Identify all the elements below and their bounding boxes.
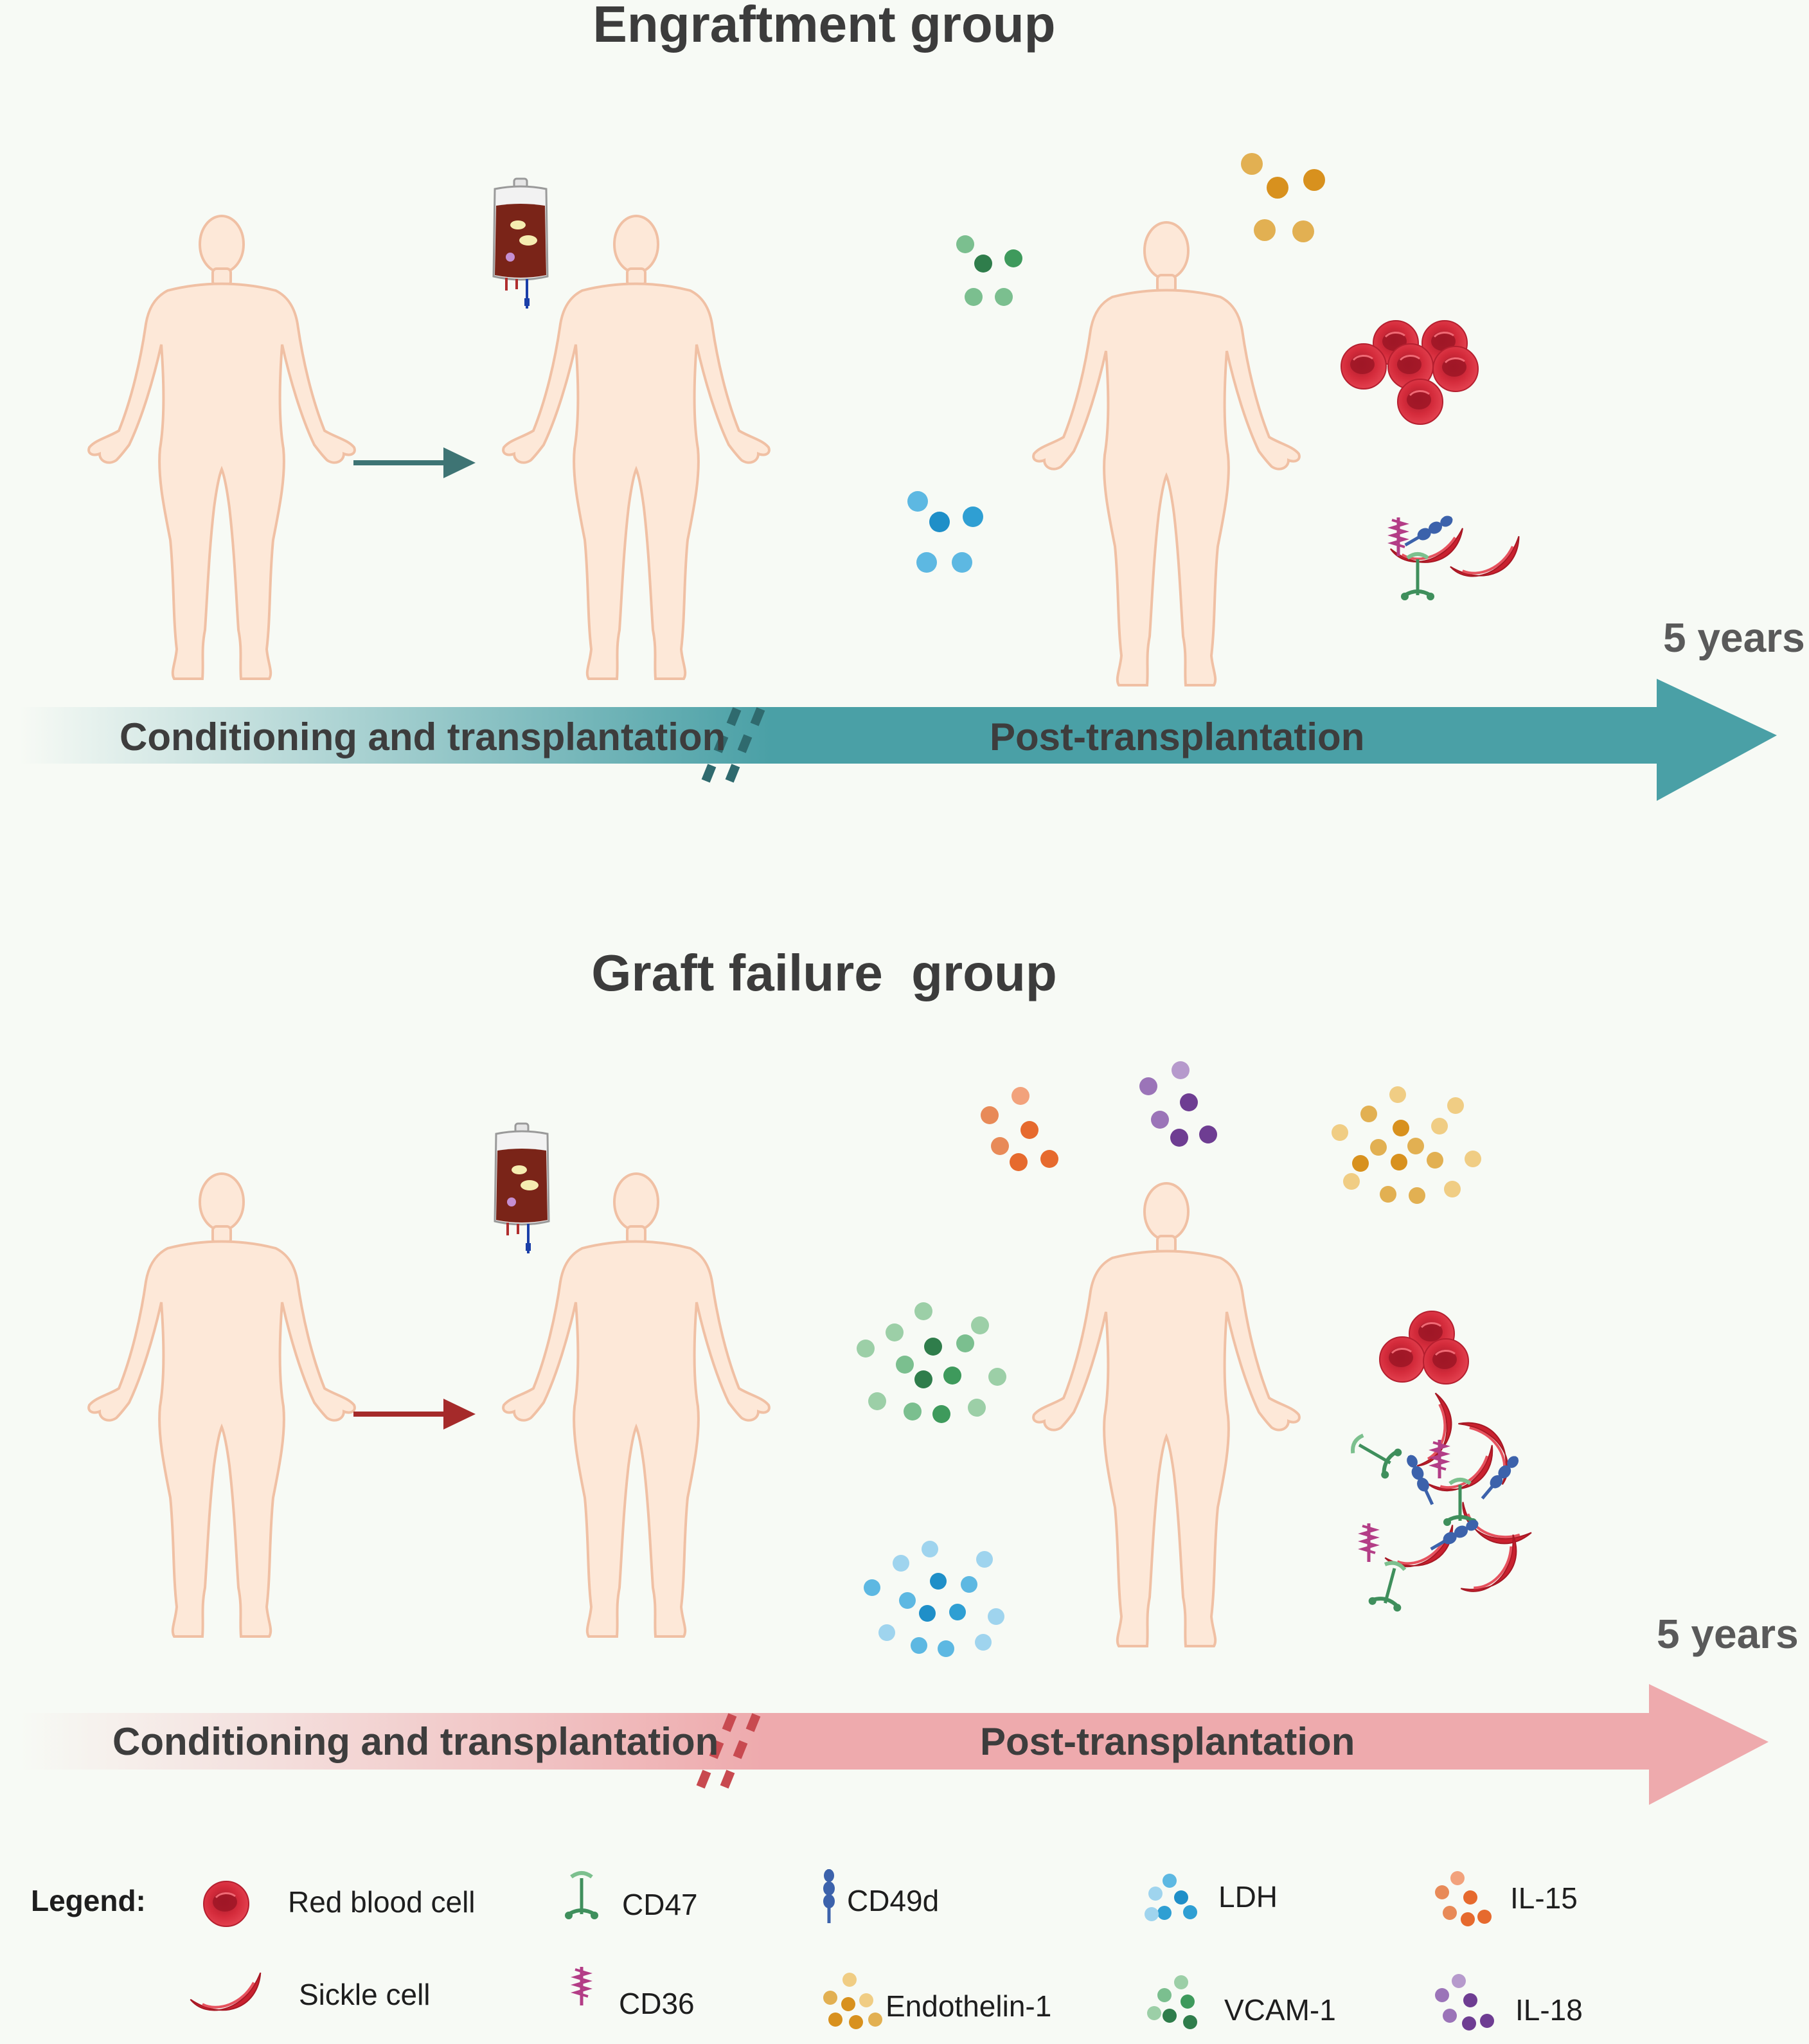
red-blood-cell-cluster xyxy=(1378,1310,1470,1385)
graft-failure-phase-post: Post-transplantation xyxy=(980,1720,1355,1763)
vcam1-cluster xyxy=(956,235,1022,306)
blood-bag-icon xyxy=(494,1122,550,1255)
ldh-cluster xyxy=(864,1541,1004,1657)
cd36-icon xyxy=(575,1967,588,2005)
transition-arrow xyxy=(353,447,476,478)
sickle-cell-cluster xyxy=(1346,1392,1533,1612)
graft-failure-timeline-arrow xyxy=(19,1684,1769,1805)
il15-icon xyxy=(1435,1871,1492,1926)
patient-body-3 xyxy=(1032,1182,1301,1647)
red-blood-cell-icon xyxy=(202,1880,250,1928)
il15-cluster xyxy=(981,1087,1058,1171)
patient-body-1 xyxy=(87,1172,356,1638)
sickle-cell-icon xyxy=(187,1971,269,2020)
endothelin1-cluster xyxy=(1241,153,1325,242)
legend-icons xyxy=(187,1869,1494,2031)
legend-title: Legend: xyxy=(31,1884,146,1917)
ldh-cluster xyxy=(907,491,983,573)
endothelin1-cluster xyxy=(1332,1086,1481,1204)
patient-body-2 xyxy=(502,215,771,680)
legend-item-il-15: IL-15 xyxy=(1510,1881,1578,1915)
engraftment-title: Engraftment group xyxy=(593,0,1056,53)
vcam1-icon xyxy=(1147,1975,1197,2029)
cd47-icon xyxy=(565,1873,598,1919)
legend-item-cd36: CD36 xyxy=(619,1987,695,2020)
timeline-break-mark xyxy=(696,1713,761,1789)
legend-item-red-blood-cell: Red blood cell xyxy=(288,1885,476,1919)
il18-cluster xyxy=(1139,1061,1217,1147)
vcam1-cluster xyxy=(857,1302,1006,1423)
legend-item-sickle-cell: Sickle cell xyxy=(299,1978,431,2011)
red-blood-cell-cluster xyxy=(1340,319,1479,426)
legend-item-cd47: CD47 xyxy=(622,1888,698,1921)
legend-item-cd49d: CD49d xyxy=(847,1884,940,1917)
engraftment-phase-post: Post-transplantation xyxy=(990,715,1365,758)
engraftment-panel xyxy=(19,153,1777,801)
legend-item-endothelin-1: Endothelin-1 xyxy=(886,1989,1052,2023)
endothelin1-icon xyxy=(823,1973,882,2029)
engraftment-duration-label: 5 years xyxy=(1663,614,1805,661)
engraftment-timeline-arrow xyxy=(19,679,1777,801)
legend-item-vcam-1: VCAM-1 xyxy=(1224,1993,1336,2027)
graft-failure-phase-pre: Conditioning and transplantation xyxy=(112,1720,719,1763)
legend-item-ldh: LDH xyxy=(1218,1880,1278,1914)
patient-body-3 xyxy=(1032,221,1301,686)
sickle-cell-cluster xyxy=(1387,513,1529,600)
ldh-icon xyxy=(1145,1874,1197,1921)
graft-failure-panel xyxy=(19,1061,1769,1805)
blood-bag-icon xyxy=(492,177,549,310)
graft-failure-duration-label: 5 years xyxy=(1657,1611,1799,1657)
engraftment-phase-pre: Conditioning and transplantation xyxy=(120,715,726,758)
patient-body-2 xyxy=(502,1172,771,1638)
legend-item-il-18: IL-18 xyxy=(1515,1993,1583,2027)
patient-body-1 xyxy=(87,215,356,680)
timeline-break-mark xyxy=(701,707,765,783)
il18-icon xyxy=(1435,1974,1494,2031)
cd49d-icon xyxy=(823,1869,835,1923)
graft-failure-title: Graft failure group xyxy=(591,944,1057,1001)
transition-arrow xyxy=(353,1399,476,1430)
